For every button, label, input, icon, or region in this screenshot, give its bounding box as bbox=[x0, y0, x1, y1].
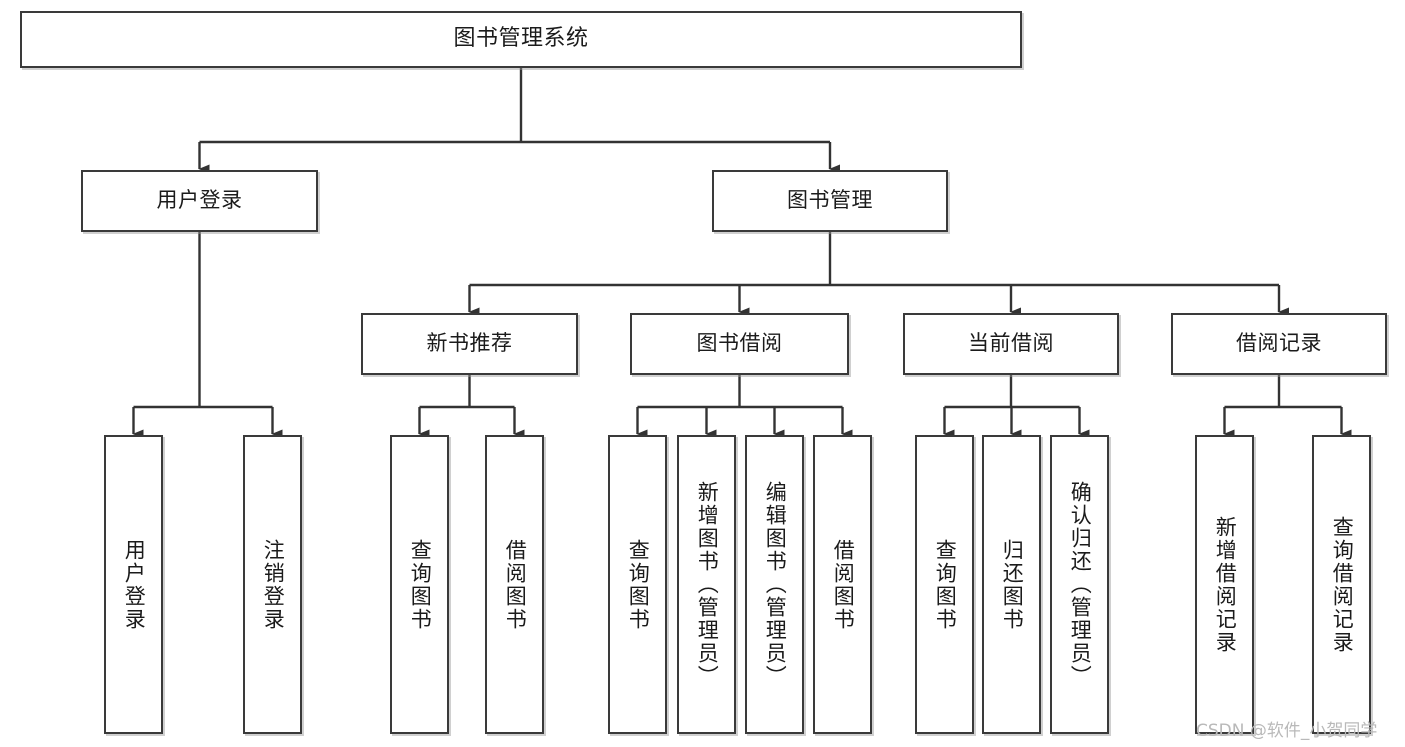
node-leaf-return-book[interactable]: 归还图书 bbox=[982, 435, 1041, 734]
node-label: 查询借阅记录 bbox=[1330, 515, 1355, 654]
node-label: 用户登录 bbox=[156, 188, 243, 213]
node-leaf-confirm-return-admin[interactable]: 确认归还（管理员） bbox=[1050, 435, 1109, 734]
node-borrowing-record[interactable]: 借阅记录 bbox=[1171, 313, 1387, 375]
node-leaf-query-book-b[interactable]: 查询图书 bbox=[608, 435, 667, 734]
node-user-login[interactable]: 用户登录 bbox=[81, 170, 318, 232]
node-label: 注销登录 bbox=[261, 538, 286, 631]
node-current-borrowing[interactable]: 当前借阅 bbox=[903, 313, 1119, 375]
node-leaf-query-book-a[interactable]: 查询图书 bbox=[390, 435, 449, 734]
node-label: 查询图书 bbox=[408, 538, 433, 631]
node-leaf-add-book-admin[interactable]: 新增图书（管理员） bbox=[677, 435, 736, 734]
node-leaf-borrow-book-a[interactable]: 借阅图书 bbox=[485, 435, 544, 734]
node-label: 新增借阅记录 bbox=[1213, 515, 1238, 654]
node-label: 借阅记录 bbox=[1236, 331, 1322, 356]
node-book-management[interactable]: 图书管理 bbox=[712, 170, 948, 232]
node-label: 新书推荐 bbox=[426, 331, 513, 356]
node-label: 当前借阅 bbox=[968, 331, 1054, 356]
node-leaf-logout[interactable]: 注销登录 bbox=[243, 435, 302, 734]
node-label: 图书管理系统 bbox=[453, 26, 589, 52]
node-label: 编辑图书（管理员） bbox=[763, 481, 788, 688]
node-leaf-query-borrow-record[interactable]: 查询借阅记录 bbox=[1312, 435, 1371, 734]
node-label: 查询图书 bbox=[933, 538, 958, 631]
node-label: 查询图书 bbox=[626, 538, 651, 631]
node-label: 图书管理 bbox=[787, 188, 873, 213]
node-leaf-borrow-book-b[interactable]: 借阅图书 bbox=[813, 435, 872, 734]
node-book-borrowing[interactable]: 图书借阅 bbox=[630, 313, 849, 375]
node-label: 图书借阅 bbox=[696, 331, 783, 356]
node-label: 确认归还（管理员） bbox=[1068, 481, 1093, 688]
node-leaf-edit-book-admin[interactable]: 编辑图书（管理员） bbox=[745, 435, 804, 734]
node-leaf-query-book-c[interactable]: 查询图书 bbox=[915, 435, 974, 734]
node-new-book-recommendation[interactable]: 新书推荐 bbox=[361, 313, 578, 375]
node-label: 新增图书（管理员） bbox=[695, 481, 720, 688]
node-label: 归还图书 bbox=[1000, 538, 1025, 631]
node-label: 借阅图书 bbox=[503, 538, 528, 631]
node-leaf-add-borrow-record[interactable]: 新增借阅记录 bbox=[1195, 435, 1254, 734]
node-label: 用户登录 bbox=[122, 538, 147, 631]
node-root-book-management-system[interactable]: 图书管理系统 bbox=[20, 11, 1022, 68]
node-label: 借阅图书 bbox=[831, 538, 856, 631]
node-leaf-user-login[interactable]: 用户登录 bbox=[104, 435, 163, 734]
